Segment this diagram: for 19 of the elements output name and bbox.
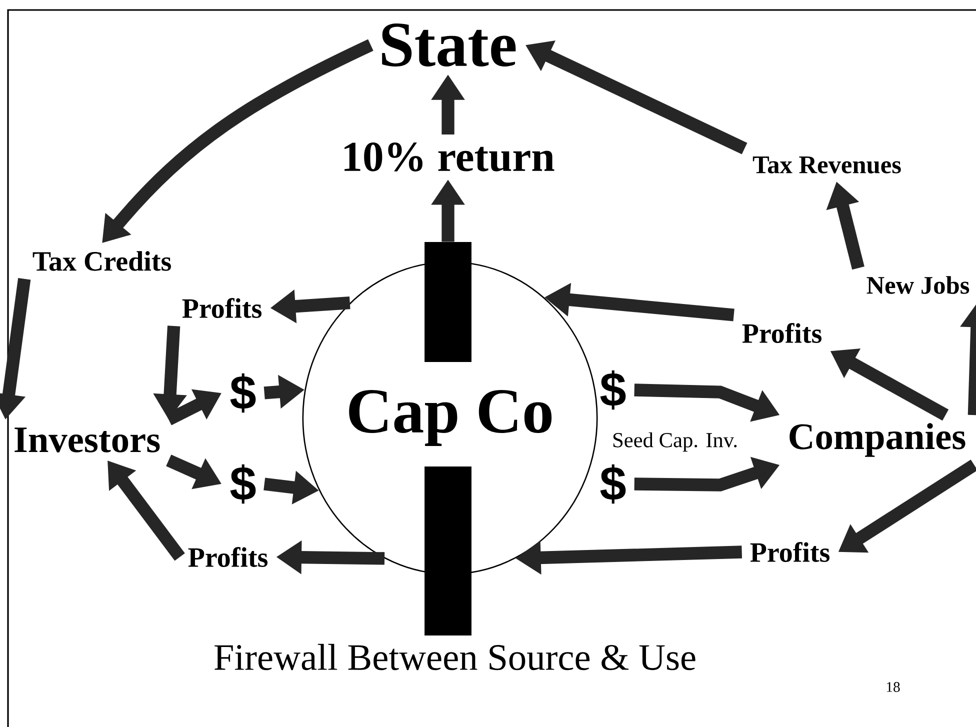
caption: Firewall Between Source & Use (214, 644, 696, 670)
firewall-bar (424, 242, 472, 362)
node-label: Investors (14, 428, 160, 452)
dollar-sign: $ (600, 370, 626, 410)
node-label: Tax Revenues (752, 156, 901, 174)
node-label: Profits (182, 298, 262, 318)
page-number: 18 (886, 682, 900, 692)
node-label: State (382, 23, 516, 66)
firewall-bar (424, 466, 472, 636)
dollar-sign: $ (230, 464, 256, 504)
node-label: New Jobs (866, 276, 970, 294)
dollar-sign: $ (230, 373, 256, 413)
node-label: Tax Credits (32, 251, 171, 271)
node-label: 10% return (344, 142, 554, 172)
node-label: Profits (742, 323, 822, 343)
node-label: Profits (750, 542, 830, 562)
dollar-sign: $ (600, 464, 626, 504)
node-label: Profits (188, 547, 268, 567)
node-label: Companies (790, 423, 966, 457)
